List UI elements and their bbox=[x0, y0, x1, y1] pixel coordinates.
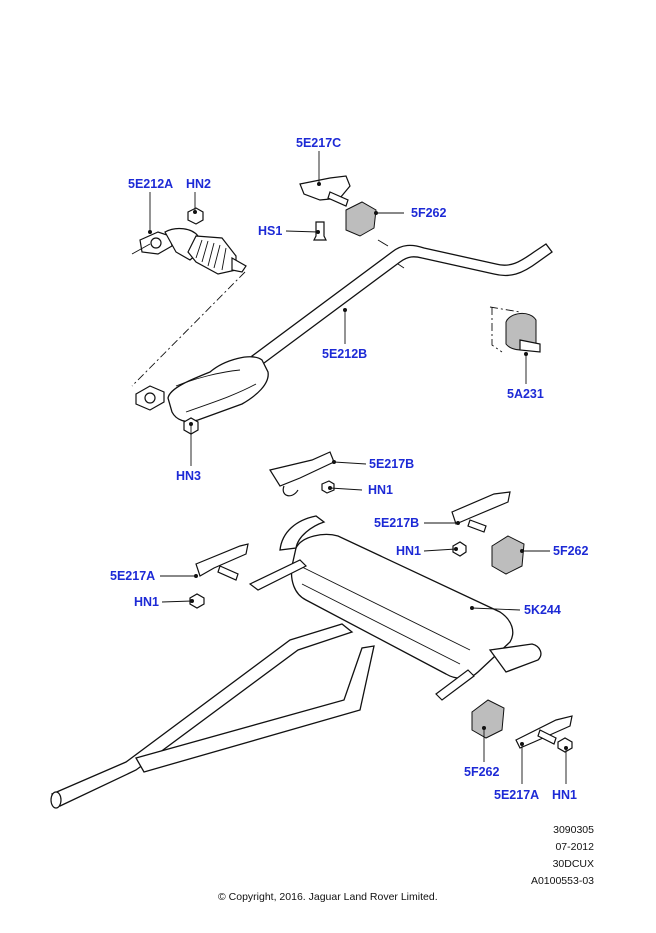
leader-lines bbox=[148, 151, 568, 784]
catalyst-seam bbox=[175, 369, 257, 413]
label-5f262-top[interactable]: 5F262 bbox=[411, 206, 447, 220]
y-pipe-assembly bbox=[50, 623, 375, 809]
bracket-hook bbox=[282, 485, 299, 497]
intermediate-pipe-5e212b bbox=[135, 239, 553, 423]
label-hn1-top[interactable]: HN1 bbox=[368, 483, 394, 497]
bracket-stud bbox=[217, 565, 239, 581]
alignment-line bbox=[131, 271, 246, 387]
label-5e217c[interactable]: 5E217C bbox=[296, 136, 342, 150]
isolator-5f262-top bbox=[345, 201, 377, 237]
label-hn1-bottom[interactable]: HN1 bbox=[552, 788, 578, 802]
pipe-hanger-stub bbox=[377, 239, 405, 269]
muffler-shell bbox=[290, 533, 514, 679]
pipe-stub bbox=[131, 243, 151, 255]
meta-date: 07-2012 bbox=[555, 841, 594, 853]
nut-hn1-mid bbox=[452, 541, 467, 557]
bellows-ribs bbox=[195, 239, 227, 271]
bracket-5e217c bbox=[299, 175, 351, 201]
label-5f262-mid[interactable]: 5F262 bbox=[553, 544, 589, 558]
bolt-hs1 bbox=[313, 221, 327, 241]
meta-reference: A0100553-03 bbox=[530, 875, 594, 887]
bracket-stud bbox=[467, 519, 487, 533]
label-5e217b-top[interactable]: 5E217B bbox=[369, 457, 415, 471]
front-flex-pipe bbox=[131, 227, 247, 275]
muffler-seam bbox=[299, 565, 471, 665]
sensor-boss bbox=[231, 256, 247, 273]
inlet-elbow bbox=[279, 515, 326, 551]
label-5e217b-mid[interactable]: 5E217B bbox=[374, 516, 420, 530]
label-hn3[interactable]: HN3 bbox=[176, 469, 202, 483]
y-pipe-left-branch bbox=[51, 623, 354, 807]
flange-hole bbox=[144, 392, 156, 404]
bracket-5e217b-mid bbox=[451, 491, 511, 525]
nut-hn1-left bbox=[189, 593, 205, 609]
flex-bellows bbox=[187, 235, 237, 275]
isolator-5f262-bottom bbox=[471, 699, 505, 739]
bracket-stud bbox=[327, 191, 349, 207]
y-pipe-right-branch bbox=[135, 645, 375, 773]
catalyst-can bbox=[167, 356, 269, 423]
label-hs1[interactable]: HS1 bbox=[258, 224, 283, 238]
label-hn1-left[interactable]: HN1 bbox=[134, 595, 160, 609]
bracket-stud bbox=[537, 729, 557, 745]
meta-model-code: 30DCUX bbox=[552, 858, 594, 870]
label-5e217a-bottom[interactable]: 5E217A bbox=[494, 788, 540, 802]
label-hn2[interactable]: HN2 bbox=[186, 177, 212, 191]
rear-muffler-5k244 bbox=[248, 515, 542, 701]
label-5e212a[interactable]: 5E212A bbox=[128, 177, 174, 191]
alignment-line bbox=[491, 307, 503, 353]
nut-hn2 bbox=[187, 207, 204, 225]
label-5e217a-left[interactable]: 5E217A bbox=[110, 569, 156, 583]
nut-hn1-top bbox=[321, 480, 335, 494]
clamp-bolt bbox=[519, 339, 541, 353]
alignment-line bbox=[489, 306, 521, 313]
flange-hole bbox=[150, 237, 162, 249]
pipe-end bbox=[50, 791, 62, 809]
hanger-rod-left bbox=[248, 559, 308, 591]
bracket-5e217b-top bbox=[269, 451, 335, 487]
label-5k244[interactable]: 5K244 bbox=[524, 603, 561, 617]
bracket-5e217a-left bbox=[195, 543, 249, 577]
nut-hn1-bottom bbox=[557, 737, 573, 753]
meta-illustration-number: 3090305 bbox=[553, 824, 594, 836]
main-pipe-body bbox=[251, 243, 553, 367]
isolator-5f262-mid bbox=[491, 535, 525, 575]
label-5f262-bottom[interactable]: 5F262 bbox=[464, 765, 500, 779]
label-5a231[interactable]: 5A231 bbox=[507, 387, 544, 401]
tail-pipe-right bbox=[488, 643, 542, 673]
copyright-notice: © Copyright, 2016. Jaguar Land Rover Lim… bbox=[218, 891, 438, 903]
hanger-rod-bottom bbox=[435, 669, 475, 701]
label-5e212b[interactable]: 5E212B bbox=[322, 347, 368, 361]
label-hn1-mid[interactable]: HN1 bbox=[396, 544, 422, 558]
